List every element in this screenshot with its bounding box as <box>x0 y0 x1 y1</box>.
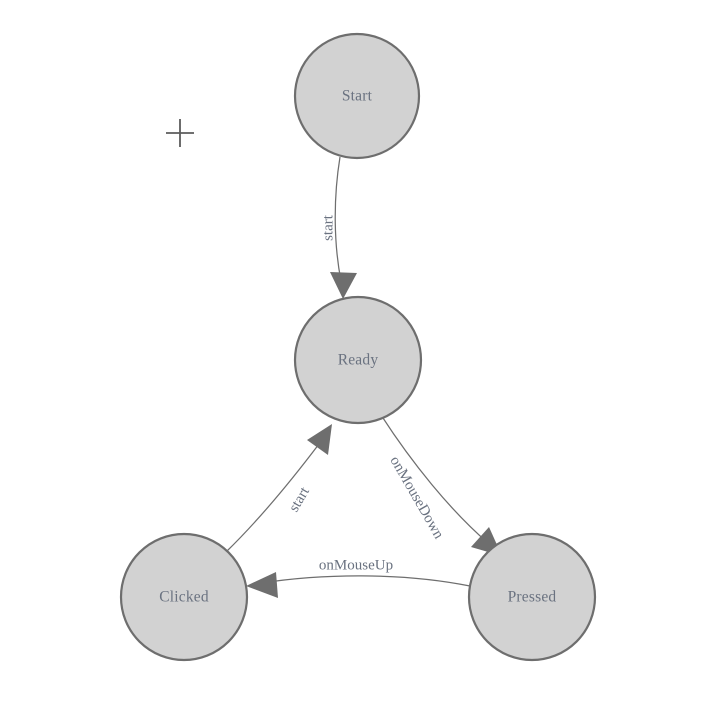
edge-label-clicked-to-ready: start <box>286 484 313 515</box>
node-pressed-label: Pressed <box>508 589 557 606</box>
node-ready-circle[interactable] <box>293 295 423 425</box>
edge-ready-to-pressed[interactable]: onMouseDown <box>380 414 502 556</box>
edge-label-start-to-ready: start <box>320 214 336 241</box>
edge-clicked-to-ready[interactable]: start <box>225 424 332 553</box>
edge-pressed-to-clicked-arrowhead <box>246 572 278 598</box>
node-start[interactable]: Start <box>293 32 421 160</box>
node-pressed[interactable]: Pressed <box>467 532 597 662</box>
edge-start-to-ready-arrowhead <box>330 272 357 299</box>
edge-label-pressed-to-clicked: onMouseUp <box>319 557 393 573</box>
edge-start-to-ready[interactable]: start <box>320 156 357 299</box>
node-start-circle[interactable] <box>293 32 421 160</box>
edge-label-ready-to-pressed: onMouseDown <box>386 454 446 543</box>
crosshair-icon <box>166 119 194 147</box>
edge-pressed-to-clicked-path[interactable] <box>261 575 471 587</box>
node-clicked-label: Clicked <box>159 589 209 606</box>
edge-clicked-to-ready-arrowhead <box>307 424 332 455</box>
edge-start-to-ready-path[interactable] <box>334 156 342 282</box>
node-ready[interactable]: Ready <box>293 295 423 425</box>
edge-clicked-to-ready-path[interactable] <box>225 443 320 553</box>
edge-ready-to-pressed-path[interactable] <box>380 414 489 544</box>
node-ready-label: Ready <box>338 352 379 369</box>
node-clicked[interactable]: Clicked <box>119 532 249 662</box>
node-clicked-circle[interactable] <box>119 532 249 662</box>
edge-pressed-to-clicked[interactable]: onMouseUp <box>246 557 471 598</box>
node-start-label: Start <box>342 88 373 105</box>
node-pressed-circle[interactable] <box>467 532 597 662</box>
